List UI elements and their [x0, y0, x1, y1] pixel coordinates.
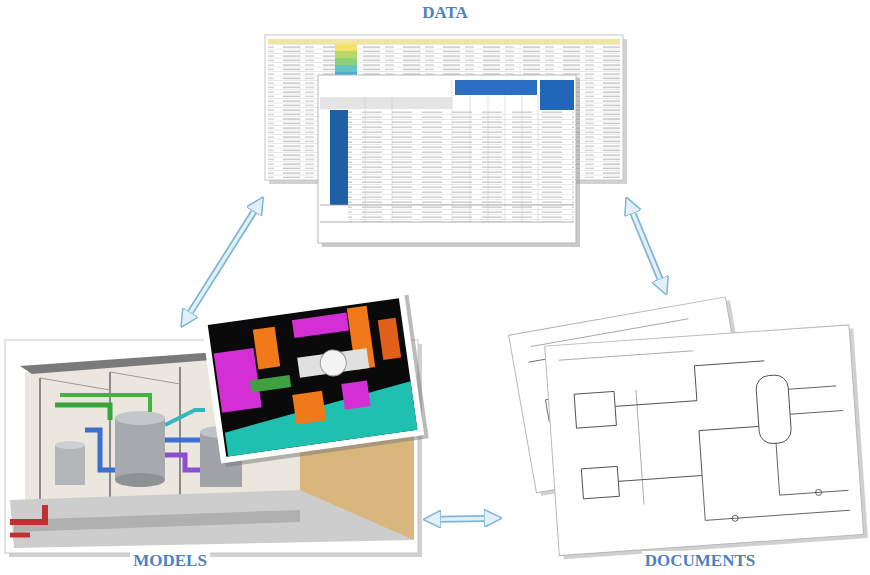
image-panel: MODELS: [5, 330, 420, 573]
double-arrow: [191, 212, 254, 312]
document-illustration: [509, 296, 868, 559]
double-arrow: [633, 214, 660, 279]
image-panel: DATA: [265, 3, 625, 248]
image-panel: DOCUMENTS: [505, 298, 867, 573]
panel-title: DATA: [419, 3, 471, 23]
model-illustration: [5, 291, 429, 557]
panel-title: DOCUMENTS: [642, 551, 759, 571]
arrow-inner: [633, 214, 660, 279]
panel-title: MODELS: [130, 551, 210, 571]
arrow-inner: [191, 212, 254, 312]
arrow-inner: [441, 517, 484, 521]
spreadsheet-illustration: [265, 35, 627, 247]
double-arrow: [441, 515, 484, 523]
